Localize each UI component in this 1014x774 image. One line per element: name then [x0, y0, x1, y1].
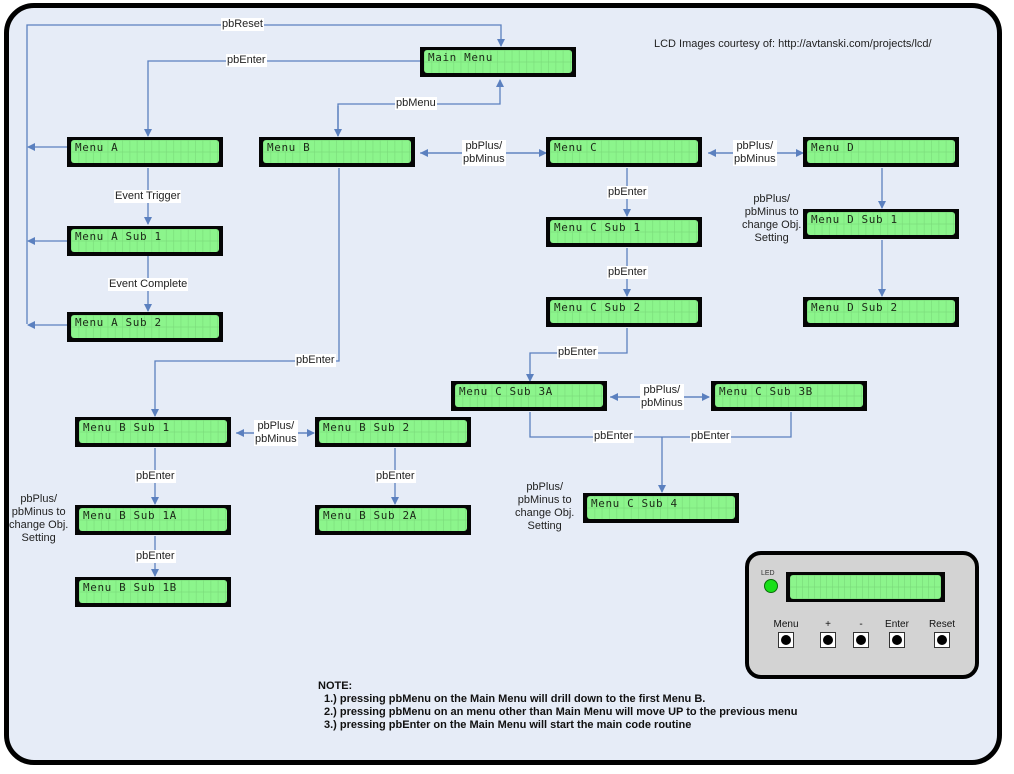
wire-b-to-bsub1 — [151, 168, 340, 417]
label-pbplus-minus-bc: pbPlus/ pbMinus — [462, 140, 506, 166]
lcd-text: Menu B Sub 1 — [83, 421, 170, 434]
device-button-minus[interactable]: - — [841, 619, 881, 653]
push-button-icon[interactable] — [778, 632, 794, 648]
lcd-text: Main Menu — [428, 51, 494, 64]
label-event-complete: Event Complete — [108, 278, 189, 291]
lcd-text: Menu A Sub 2 — [75, 316, 162, 329]
lcd-menu-c-sub1: Menu C Sub 1 — [546, 217, 702, 247]
lcd-menu-a-sub1: Menu A Sub 1 — [67, 226, 223, 256]
lcd-menu-c-sub3a: Menu C Sub 3A — [451, 381, 607, 411]
button-label: Reset — [928, 619, 956, 630]
push-button-icon[interactable] — [889, 632, 905, 648]
lcd-text: Menu B Sub 1A — [83, 509, 177, 522]
note-title: NOTE: — [318, 680, 353, 692]
lcd-menu-c-sub2: Menu C Sub 2 — [546, 297, 702, 327]
button-label: - — [859, 619, 863, 630]
push-button-icon[interactable] — [853, 632, 869, 648]
lcd-menu-c: Menu C — [546, 137, 702, 167]
lcd-menu-d: Menu D — [803, 137, 959, 167]
lcd-menu-c-sub4: Menu C Sub 4 — [583, 493, 739, 523]
lcd-main-menu: Main Menu — [420, 47, 576, 77]
led-indicator-icon — [764, 579, 778, 593]
device-button-menu[interactable]: Menu — [766, 619, 806, 653]
label-pbmenu: pbMenu — [395, 97, 437, 110]
note-item: 2.) pressing pbMenu on an menu other tha… — [324, 706, 798, 718]
label-pbenter-3b: pbEnter — [690, 430, 731, 443]
lcd-menu-b-sub2a: Menu B Sub 2A — [315, 505, 471, 535]
wire-3a-3b-to-4 — [529, 412, 792, 438]
lcd-text: Menu C — [554, 141, 598, 154]
lcd-text: Menu A Sub 1 — [75, 230, 162, 243]
label-pbenter-bsub1a: pbEnter — [135, 550, 176, 563]
label-pbenter-bsub2: pbEnter — [375, 470, 416, 483]
lcd-menu-b-sub1b: Menu B Sub 1B — [75, 577, 231, 607]
lcd-text: Menu B Sub 2 — [323, 421, 410, 434]
lcd-text: Menu D Sub 1 — [811, 213, 898, 226]
lcd-text: Menu D — [811, 141, 855, 154]
label-change-setting-b1a: pbPlus/ pbMinus to change Obj. Setting — [9, 493, 69, 544]
label-pbenter-b: pbEnter — [295, 354, 336, 367]
label-pbenter-main: pbEnter — [226, 54, 267, 67]
label-pbenter-csub1: pbEnter — [607, 266, 648, 279]
push-button-icon[interactable] — [820, 632, 836, 648]
lcd-text: Menu D Sub 2 — [811, 301, 898, 314]
lcd-menu-a-sub2: Menu A Sub 2 — [67, 312, 223, 342]
device-button-enter[interactable]: Enter — [877, 619, 917, 653]
lcd-menu-b-sub1a: Menu B Sub 1A — [75, 505, 231, 535]
lcd-menu-c-sub3b: Menu C Sub 3B — [711, 381, 867, 411]
lcd-text: Menu B Sub 1B — [83, 581, 177, 594]
lcd-text: Menu C Sub 3B — [719, 385, 813, 398]
label-pbreset: pbReset — [221, 18, 264, 31]
lcd-menu-d-sub2: Menu D Sub 2 — [803, 297, 959, 327]
wire-reset — [26, 24, 505, 324]
label-change-setting-c4: pbPlus/ pbMinus to change Obj. Setting — [515, 481, 575, 532]
button-label: Menu — [773, 619, 799, 630]
label-pbenter-csub2: pbEnter — [557, 346, 598, 359]
label-pbenter-bsub1: pbEnter — [135, 470, 176, 483]
lcd-text: Menu B — [267, 141, 311, 154]
label-pbplus-minus-3a3b: pbPlus/ pbMinus — [640, 384, 684, 410]
label-event-trigger: Event Trigger — [114, 190, 182, 203]
label-pbenter-3a: pbEnter — [593, 430, 634, 443]
device-illustration: LED Menu + - Enter Reset — [745, 551, 979, 679]
notes: NOTE: 1.) pressing pbMenu on the Main Me… — [318, 680, 797, 732]
label-pbenter-c: pbEnter — [607, 186, 648, 199]
lcd-menu-b-sub2: Menu B Sub 2 — [315, 417, 471, 447]
lcd-menu-b: Menu B — [259, 137, 415, 167]
label-pbplus-minus-bsub: pbPlus/ pbMinus — [254, 420, 298, 446]
lcd-menu-d-sub1: Menu D Sub 1 — [803, 209, 959, 239]
device-button-reset[interactable]: Reset — [922, 619, 962, 653]
wire-main-to-a — [144, 60, 420, 137]
device-lcd — [786, 572, 945, 602]
button-label: Enter — [885, 619, 909, 630]
button-label: + — [825, 619, 831, 630]
lcd-text: Menu C Sub 2 — [554, 301, 641, 314]
lcd-text: Menu C Sub 4 — [591, 497, 678, 510]
lcd-menu-b-sub1: Menu B Sub 1 — [75, 417, 231, 447]
note-item: 1.) pressing pbMenu on the Main Menu wil… — [324, 693, 706, 705]
credit-text: LCD Images courtesy of: http://avtanski.… — [654, 38, 932, 50]
note-item: 3.) pressing pbEnter on the Main Menu wi… — [324, 719, 692, 731]
led-label: LED — [761, 570, 775, 577]
lcd-text: Menu C Sub 1 — [554, 221, 641, 234]
push-button-icon[interactable] — [934, 632, 950, 648]
lcd-menu-a: Menu A — [67, 137, 223, 167]
label-change-setting-d: pbPlus/ pbMinus to change Obj. Setting — [742, 193, 802, 244]
device-button-plus[interactable]: + — [808, 619, 848, 653]
lcd-text: Menu B Sub 2A — [323, 509, 417, 522]
label-pbplus-minus-cd: pbPlus/ pbMinus — [733, 140, 777, 166]
lcd-text: Menu C Sub 3A — [459, 385, 553, 398]
lcd-text: Menu A — [75, 141, 119, 154]
